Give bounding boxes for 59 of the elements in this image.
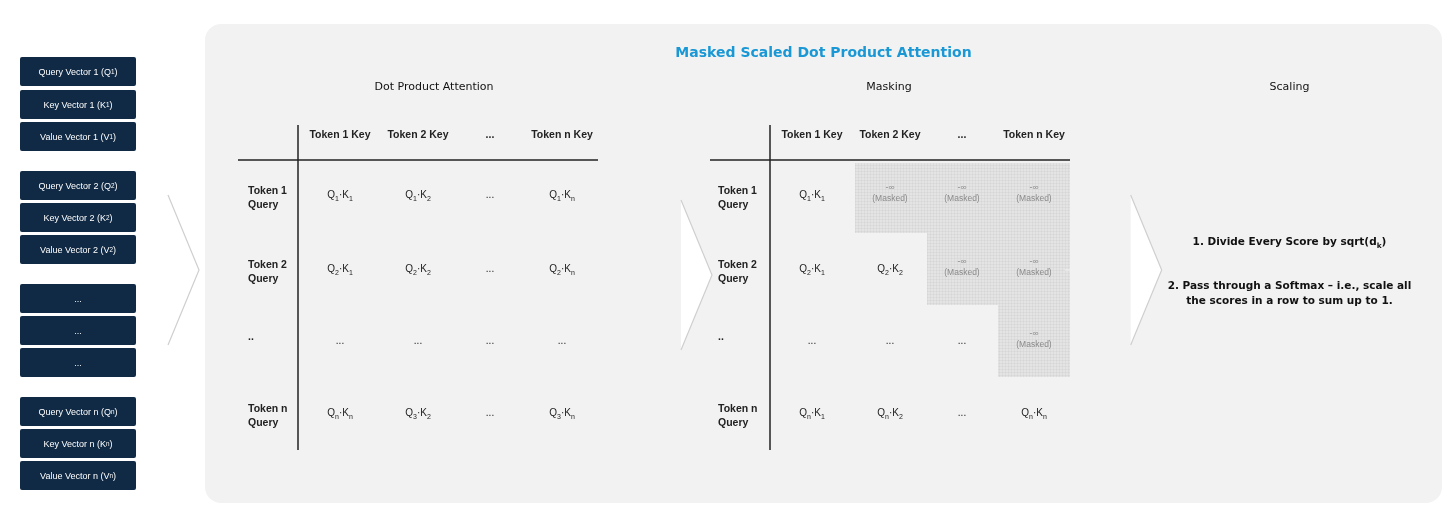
product-term: Q$_{n}$·K$_{n}$ — [1020, 406, 1048, 420]
section-heading: Masking — [865, 80, 913, 93]
product-term: Q$_{2}$·K$_{2}$ — [876, 262, 904, 276]
product-term: ... — [956, 334, 968, 348]
row-label: .. — [248, 329, 255, 344]
product-term: ... — [334, 334, 346, 348]
vector-box: ... — [20, 348, 136, 377]
product-term: Q$_{1}$·K$_{1}$ — [326, 188, 354, 202]
product-term: Q$_{3}$·K$_{n}$ — [548, 406, 576, 420]
product-term: Q$_{n}$·K$_{2}$ — [876, 406, 904, 420]
product-term: ... — [556, 334, 568, 348]
product-term: Q$_{2}$·K$_{1}$ — [326, 262, 354, 276]
product-term: ... — [484, 406, 496, 420]
product-term: ... — [412, 334, 424, 348]
product-term: Q$_{2}$·K$_{n}$ — [548, 262, 576, 276]
row-label: Token 1 Query — [718, 183, 758, 212]
product-term: Q$_{3}$·K$_{2}$ — [404, 406, 432, 420]
step-text: 1. Divide Every Score by sqrt(d$_{k}$) — [1191, 234, 1388, 250]
product-term: ... — [806, 334, 818, 348]
row-label: Token n Query — [248, 401, 289, 430]
masked-value: -∞ (Masked) — [871, 182, 909, 204]
row-label: Token n Query — [718, 401, 759, 430]
product-term: ... — [484, 262, 496, 276]
product-term: Q$_{n}$·K$_{n}$ — [326, 406, 354, 420]
section-heading: Scaling — [1268, 80, 1311, 93]
product-term: Q$_{2}$·K$_{2}$ — [404, 262, 432, 276]
masked-value: -∞ (Masked) — [943, 256, 981, 278]
vector-box: ... — [20, 316, 136, 345]
column-label: Token 2 Key — [858, 127, 922, 142]
product-term: Q$_{1}$·K$_{1}$ — [798, 188, 826, 202]
column-label: Token 2 Key — [386, 127, 450, 142]
column-label: ... — [956, 127, 968, 142]
column-label: ... — [484, 127, 496, 142]
panel — [205, 24, 1442, 503]
masked-value: -∞ (Masked) — [1015, 182, 1053, 204]
row-label: .. — [718, 329, 725, 344]
product-term: Q$_{2}$·K$_{1}$ — [798, 262, 826, 276]
panel-heading: Masked Scaled Dot Product Attention — [674, 44, 973, 60]
row-label: Token 1 Query — [248, 183, 288, 212]
product-term: Q$_{n}$·K$_{1}$ — [798, 406, 826, 420]
product-term: ... — [956, 406, 968, 420]
product-term: ... — [484, 334, 496, 348]
masked-value: -∞ (Masked) — [1015, 256, 1053, 278]
product-term: ... — [884, 334, 896, 348]
section-heading: Dot Product Attention — [373, 80, 495, 93]
masked-value: -∞ (Masked) — [943, 182, 981, 204]
row-label: Token 2 Query — [718, 257, 758, 286]
chevron-arrow — [1064, 194, 1163, 346]
product-term: ... — [484, 188, 496, 202]
vector-box: ... — [20, 284, 136, 313]
step-text: 2. Pass through a Softmax – i.e., scale all the scores in a row to sum up to 1. — [1166, 278, 1413, 309]
column-label: Token 1 Key — [780, 127, 844, 142]
row-label: Token 2 Query — [248, 257, 288, 286]
product-term: Q$_{1}$·K$_{2}$ — [404, 188, 432, 202]
product-term: Q$_{1}$·K$_{n}$ — [548, 188, 576, 202]
column-label: Token n Key — [530, 127, 594, 142]
masked-value: -∞ (Masked) — [1015, 328, 1053, 350]
column-label: Token n Key — [1002, 127, 1066, 142]
column-label: Token 1 Key — [308, 127, 372, 142]
